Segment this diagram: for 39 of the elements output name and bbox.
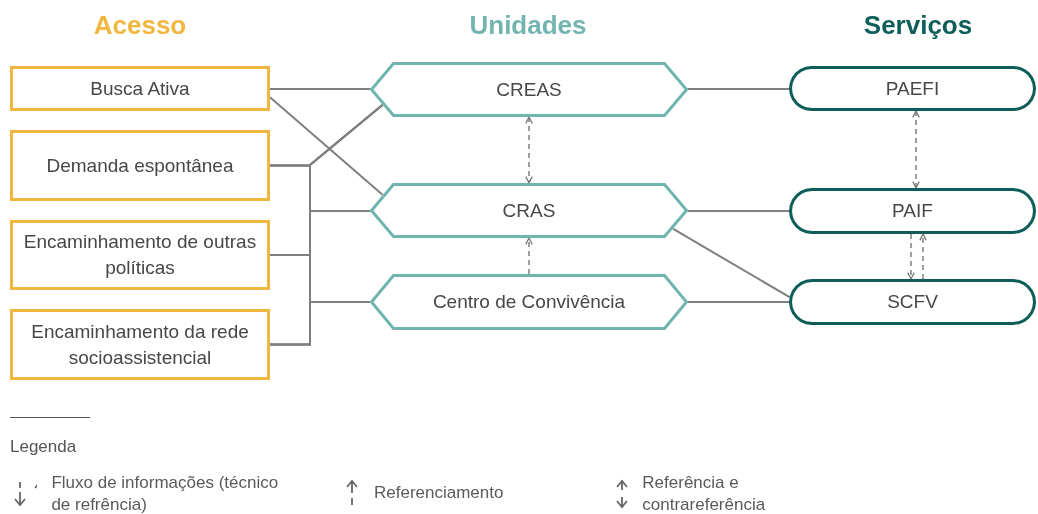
- legend-text: Referenciamento: [374, 481, 504, 504]
- node-label: CRAS: [501, 198, 557, 223]
- column-heading: Acesso: [93, 10, 187, 41]
- dashed-arrow: [919, 233, 927, 280]
- connector-line: [269, 88, 372, 90]
- node-label: Demanda espontânea: [45, 153, 235, 178]
- node-label: Encaminhamento da rede socioassistencial: [30, 319, 250, 370]
- dashed-arrow: [907, 233, 915, 280]
- dashed-arrow: [912, 110, 920, 189]
- connector-line: [687, 301, 790, 303]
- legend-text: Referência e contrareferência: [642, 472, 767, 514]
- access-box: [10, 220, 270, 290]
- unit-hexagon: [370, 183, 688, 238]
- node-label: PAEFI: [884, 76, 941, 101]
- access-box: [10, 66, 270, 111]
- node-label: PAIF: [891, 199, 934, 224]
- service-pill: [789, 279, 1036, 325]
- unit-hexagon: [370, 62, 688, 117]
- access-box: [10, 130, 270, 201]
- connector-line: [672, 227, 791, 299]
- connector-line: [269, 96, 384, 196]
- node-label: Centro de Convivência: [431, 290, 627, 315]
- legend-title: Legenda: [10, 437, 77, 457]
- connector-line: [686, 88, 791, 90]
- connector-line: [269, 301, 371, 346]
- connector-line: [686, 210, 790, 212]
- unit-hexagon: [370, 274, 688, 330]
- node-label: Busca Ativa: [89, 76, 191, 101]
- service-pill: [789, 188, 1036, 234]
- legend-text: Fluxo de informações (técnico de refrência): [51, 472, 280, 514]
- dashed-arrow: [525, 237, 533, 275]
- column-heading: Serviços: [863, 10, 973, 41]
- node-label: Encaminhamento de outras políticas: [22, 230, 258, 280]
- service-pill: [789, 66, 1036, 111]
- dashed-arrow: [525, 116, 533, 184]
- node-label: CREAS: [495, 77, 563, 102]
- column-heading: Unidades: [469, 10, 587, 41]
- access-box: [10, 309, 270, 380]
- node-label: SCFV: [886, 290, 939, 315]
